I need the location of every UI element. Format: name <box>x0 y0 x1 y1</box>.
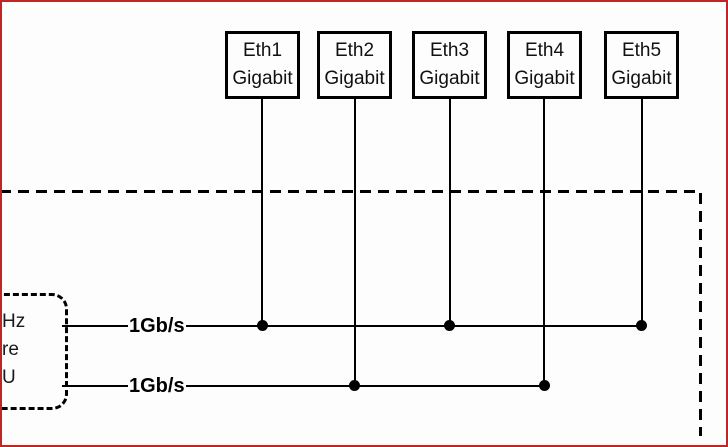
eth4-speed: Gigabit <box>514 68 575 89</box>
connector-eth5 <box>641 99 643 327</box>
bus-line-2 <box>62 385 545 387</box>
eth5-speed: Gigabit <box>611 68 672 89</box>
eth-port-box-eth1: Eth1 Gigabit <box>225 31 300 99</box>
eth-port-box-eth3: Eth3 Gigabit <box>412 31 487 99</box>
eth4-name: Eth4 <box>524 40 565 61</box>
connector-eth2 <box>354 99 356 387</box>
eth-port-box-eth2: Eth2 Gigabit <box>317 31 392 99</box>
cpu-box <box>0 293 68 410</box>
connector-eth4 <box>543 99 545 387</box>
junction-dot-eth2-bus2 <box>349 380 360 391</box>
eth3-speed: Gigabit <box>419 68 480 89</box>
bus-line-1 <box>62 325 642 327</box>
connector-eth3 <box>449 99 451 327</box>
eth-port-box-eth4: Eth4 Gigabit <box>507 31 582 99</box>
junction-dot-eth5-bus1 <box>636 320 647 331</box>
eth1-name: Eth1 <box>242 40 283 61</box>
eth3-name: Eth3 <box>429 40 470 61</box>
chassis-boundary-top <box>0 190 702 193</box>
connector-eth1 <box>261 99 263 327</box>
eth2-speed: Gigabit <box>324 68 385 89</box>
junction-dot-eth3-bus1 <box>444 320 455 331</box>
eth2-name: Eth2 <box>334 40 375 61</box>
eth5-name: Eth5 <box>621 40 662 61</box>
bus-1-speed-label: 1Gb/s <box>128 315 186 337</box>
eth1-speed: Gigabit <box>232 68 293 89</box>
cpu-label-line1: Hz <box>2 311 26 332</box>
junction-dot-eth4-bus2 <box>539 380 550 391</box>
cpu-label-line2: re <box>2 339 19 360</box>
junction-dot-eth1-bus1 <box>257 320 268 331</box>
cpu-label-line3: U <box>2 367 16 388</box>
chassis-boundary-right <box>699 193 702 436</box>
eth-port-box-eth5: Eth5 Gigabit <box>604 31 679 99</box>
bus-2-speed-label: 1Gb/s <box>128 375 186 397</box>
